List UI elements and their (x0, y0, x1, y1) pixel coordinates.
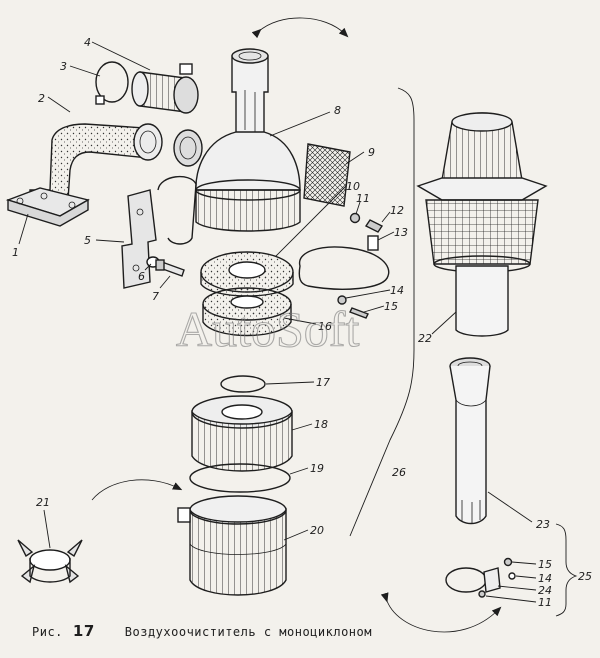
label-23: 23 (536, 518, 550, 531)
label-3: 3 (60, 60, 67, 73)
precleaner-cap (416, 112, 548, 337)
label-1: 1 (12, 246, 19, 259)
gasket-ring (220, 375, 266, 393)
screw-15 (349, 307, 369, 319)
filter-element (191, 395, 293, 472)
rotation-arrow-left (91, 479, 183, 501)
label-16: 16 (318, 320, 332, 333)
mounting-bracket (121, 175, 197, 289)
label-17: 17 (316, 376, 330, 389)
label-5: 5 (84, 234, 91, 247)
label-21: 21 (36, 496, 50, 509)
label-10: 10 (346, 180, 360, 193)
monocyclone-housing (173, 48, 301, 232)
figure-caption: Рис. 17 Воздухоочиститель с моноциклоном (32, 622, 372, 644)
band-clamp (298, 235, 390, 290)
filter-pad (303, 143, 351, 207)
label-9: 9 (368, 146, 375, 159)
label-11: 11 (356, 192, 370, 205)
label-18: 18 (314, 418, 328, 431)
oil-bath-housing (177, 495, 287, 596)
caption-figure-number: 17 (72, 622, 95, 640)
label-7: 7 (152, 290, 159, 303)
label-15-small: 15 (538, 558, 552, 571)
nut-14 (337, 295, 347, 305)
label-4: 4 (84, 36, 91, 49)
part-number-labels: 1 2 3 4 5 6 7 8 9 10 11 12 13 14 15 16 1… (12, 36, 592, 609)
label-14-small: 14 (538, 572, 552, 585)
label-14: 14 (390, 284, 404, 297)
label-2: 2 (38, 92, 45, 105)
label-25: 25 (578, 570, 592, 583)
screw-12 (364, 219, 384, 233)
label-13: 13 (394, 226, 408, 239)
label-24: 24 (538, 584, 552, 597)
flange-base (5, 187, 90, 227)
caption-title: Воздухоочиститель с моноциклоном (124, 625, 372, 639)
group-bracket-25 (555, 523, 578, 617)
hose-connector (131, 63, 199, 114)
label-19: 19 (310, 462, 324, 475)
label-11-small: 11 (538, 596, 552, 609)
foam-ring-lower (202, 287, 292, 337)
label-26: 26 (392, 466, 406, 479)
leader-lines (18, 41, 537, 603)
group-bracket-26 (349, 87, 415, 537)
caption-prefix: Рис. (32, 625, 63, 639)
small-clamp-assembly (445, 557, 516, 598)
watermark-logo: AutoSoft (176, 301, 359, 357)
nut-11 (349, 212, 361, 224)
rotation-arrow-bottom (380, 592, 502, 633)
center-tube (449, 357, 491, 525)
retaining-clip (17, 539, 83, 584)
label-20: 20 (310, 524, 324, 537)
label-15: 15 (384, 300, 398, 313)
label-22: 22 (418, 332, 432, 345)
label-8: 8 (334, 104, 341, 117)
label-12: 12 (390, 204, 404, 217)
label-6: 6 (138, 270, 145, 283)
intake-elbow-pipe (29, 123, 163, 201)
seal-ring (189, 463, 291, 493)
bolt (155, 259, 185, 277)
foam-ring-upper (200, 251, 294, 297)
hose-clamp-ring (95, 61, 129, 105)
rotation-arrow-top (251, 17, 349, 39)
